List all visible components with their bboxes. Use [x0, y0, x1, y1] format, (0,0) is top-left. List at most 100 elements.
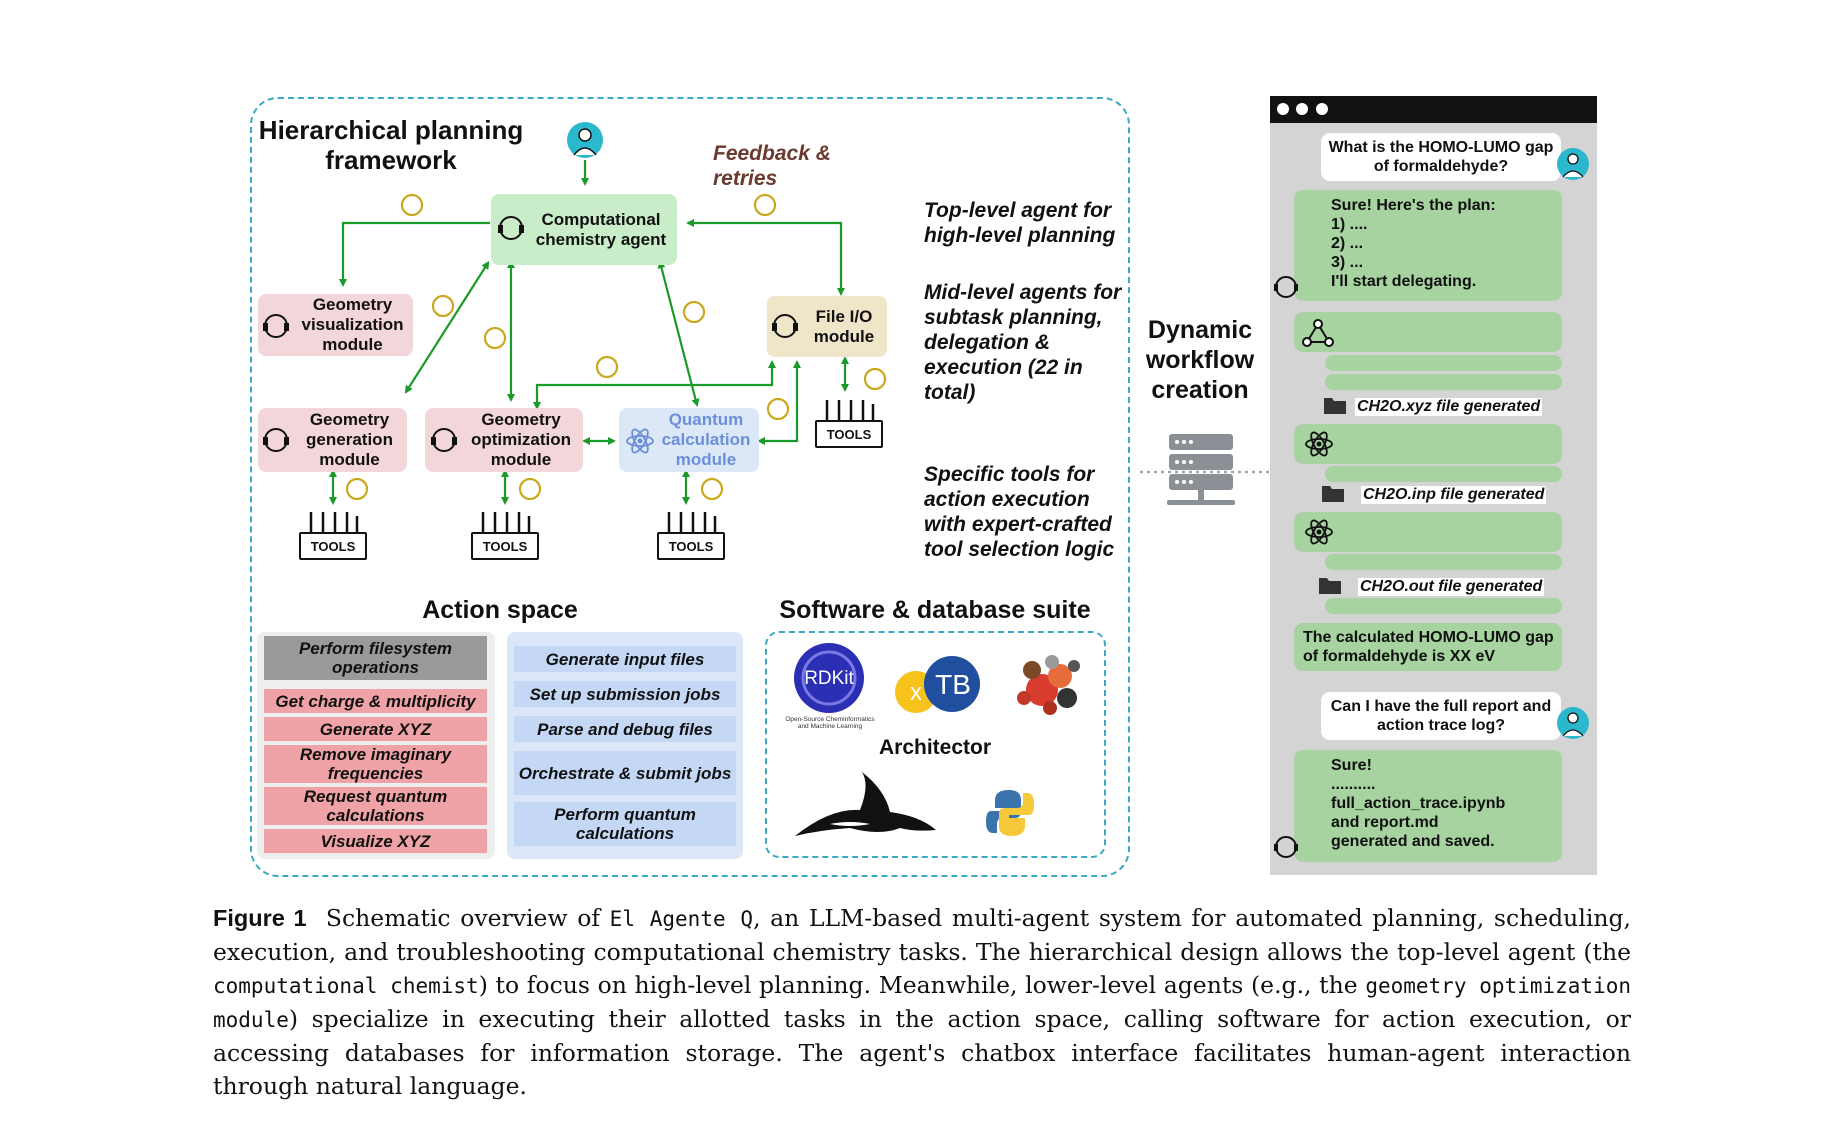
- atom-icon: [1305, 431, 1333, 457]
- retry-icon: [400, 193, 424, 217]
- agent-headset-icon: [1274, 836, 1298, 858]
- user-message: What is the HOMO-LUMO gap of formaldehyd…: [1321, 133, 1561, 181]
- action-space-title: Action space: [422, 596, 578, 624]
- action-item-red: Generate XYZ: [264, 717, 487, 741]
- user-icon: [567, 122, 603, 158]
- agent-headset-icon: [263, 428, 289, 452]
- python-logo: [986, 790, 1034, 836]
- agent-final-message: Sure! .......... full_action_trace.ipynb…: [1294, 750, 1562, 862]
- file-generated-label: CH2O.xyz file generated: [1355, 398, 1543, 416]
- rdkit-subtitle: Open-Source Cheminformatics and Machine …: [785, 716, 875, 730]
- agent-headset-icon: [498, 216, 524, 240]
- file-io-module: File I/O module: [767, 296, 887, 357]
- orca-logo: [795, 772, 936, 836]
- folder-icon: [1324, 398, 1346, 414]
- suite-frame: [765, 631, 1106, 858]
- atom-icon: [1305, 519, 1333, 545]
- user-message: Can I have the full report and action tr…: [1321, 692, 1561, 740]
- tool-call-bar: [1294, 424, 1562, 464]
- retry-icon: [483, 326, 507, 350]
- retry-icon: [345, 477, 369, 501]
- retry-icon: [595, 355, 619, 379]
- folder-icon: [1319, 578, 1341, 594]
- note-tools: Specific tools for action execution with…: [924, 463, 1115, 561]
- molecule-icon: [1302, 319, 1334, 347]
- retry-icon: [863, 367, 887, 391]
- folder-icon: [1322, 486, 1344, 502]
- retry-icon: [518, 477, 542, 501]
- retry-icon: [753, 193, 777, 217]
- action-item-blue: Parse and debug files: [514, 716, 736, 742]
- tools-box: TOOLS: [657, 532, 725, 560]
- tool-call-bar: [1325, 355, 1562, 371]
- xtb-x-label: x: [910, 679, 922, 706]
- figure-caption: Figure 1 Schematic overview of El Agente…: [213, 904, 1631, 1100]
- agent-headset-icon: [431, 428, 457, 452]
- agent-headset-icon: [772, 314, 798, 338]
- action-item-blue: Set up submission jobs: [514, 681, 736, 707]
- server-icon: [1167, 434, 1235, 505]
- tool-call-bar: [1294, 312, 1562, 352]
- note-top-level: Top-level agent for high-level planning: [924, 199, 1116, 247]
- tools-box: TOOLS: [299, 532, 367, 560]
- feedback-label: Feedback & retries: [713, 142, 831, 190]
- action-item-red: Remove imaginary frequencies: [264, 745, 487, 783]
- tool-call-bar: [1325, 466, 1562, 482]
- file-generated-label: CH2O.out file generated: [1358, 578, 1545, 596]
- molecule-logo: [1017, 655, 1080, 715]
- arrow-top-fileio: [686, 219, 845, 296]
- agent-headset-icon: [1274, 276, 1298, 298]
- geometry-generation-module: Geometry generation module: [258, 408, 407, 472]
- tools-icon: [309, 512, 359, 532]
- arrow-opt-fileio: [533, 360, 776, 410]
- rdkit-logo: RDKit: [794, 643, 864, 713]
- framework-title: Hierarchical planning framework: [258, 115, 524, 175]
- retry-icon: [682, 300, 706, 324]
- tool-call-bar: [1325, 554, 1562, 570]
- suite-title: Software & database suite: [779, 596, 1091, 624]
- window-dot-icon[interactable]: [1296, 103, 1308, 115]
- action-filesystem: Perform filesystem operations: [264, 636, 487, 680]
- tool-call-bar: [1325, 374, 1562, 390]
- tools-icon: [825, 400, 875, 420]
- retry-icon: [431, 294, 455, 318]
- tools-box: TOOLS: [471, 532, 539, 560]
- window-dot-icon[interactable]: [1277, 103, 1289, 115]
- action-item-red: Get charge & multiplicity: [264, 689, 487, 713]
- atom-icon: [626, 428, 654, 454]
- user-icon: [1557, 148, 1589, 180]
- tools-box: TOOLS: [815, 420, 883, 448]
- agent-headset-icon: [263, 314, 289, 338]
- tools-icon: [481, 512, 531, 532]
- arrow-top-vis: [339, 221, 490, 287]
- file-generated-label: CH2O.inp file generated: [1361, 486, 1547, 504]
- note-mid-level: Mid-level agents for subtask planning, d…: [924, 281, 1122, 404]
- agent-answer-message: The calculated HOMO-LUMO gap of formalde…: [1294, 623, 1562, 671]
- window-dot-icon[interactable]: [1316, 103, 1328, 115]
- computational-chemistry-agent: Computational chemistry agent: [491, 194, 677, 265]
- geometry-optimization-module: Geometry optimization module: [425, 408, 583, 472]
- caption-label: Figure 1: [213, 905, 307, 931]
- xtb-logo: x TB: [893, 656, 980, 715]
- tools-icon: [667, 512, 717, 532]
- dynamic-workflow-label: Dynamic workflow creation: [1145, 316, 1255, 404]
- action-item-blue: Generate input files: [514, 646, 736, 672]
- retry-icon: [700, 477, 724, 501]
- agent-plan-message: Sure! Here's the plan: 1) .... 2) ... 3)…: [1294, 190, 1562, 301]
- action-item-blue: Orchestrate & submit jobs: [514, 751, 736, 795]
- geometry-visualization-module: Geometry visualization module: [258, 294, 413, 356]
- quantum-calculation-module: Quantum calculation module: [619, 408, 759, 472]
- action-item-red: Request quantum calculations: [264, 787, 487, 825]
- arrow-quantum-fileio: [757, 360, 801, 445]
- action-item-blue: Perform quantum calculations: [514, 802, 736, 846]
- architector-label: Architector: [878, 736, 992, 759]
- arrow-top-gen: [404, 260, 490, 394]
- rdkit-label: RDKit: [804, 668, 854, 689]
- retry-icon: [766, 397, 790, 421]
- framework-frame: [250, 97, 1130, 877]
- action-item-red: Visualize XYZ: [264, 829, 487, 853]
- user-icon: [1557, 707, 1589, 739]
- tool-call-bar: [1325, 598, 1562, 614]
- xtb-tb-label: TB: [935, 669, 971, 700]
